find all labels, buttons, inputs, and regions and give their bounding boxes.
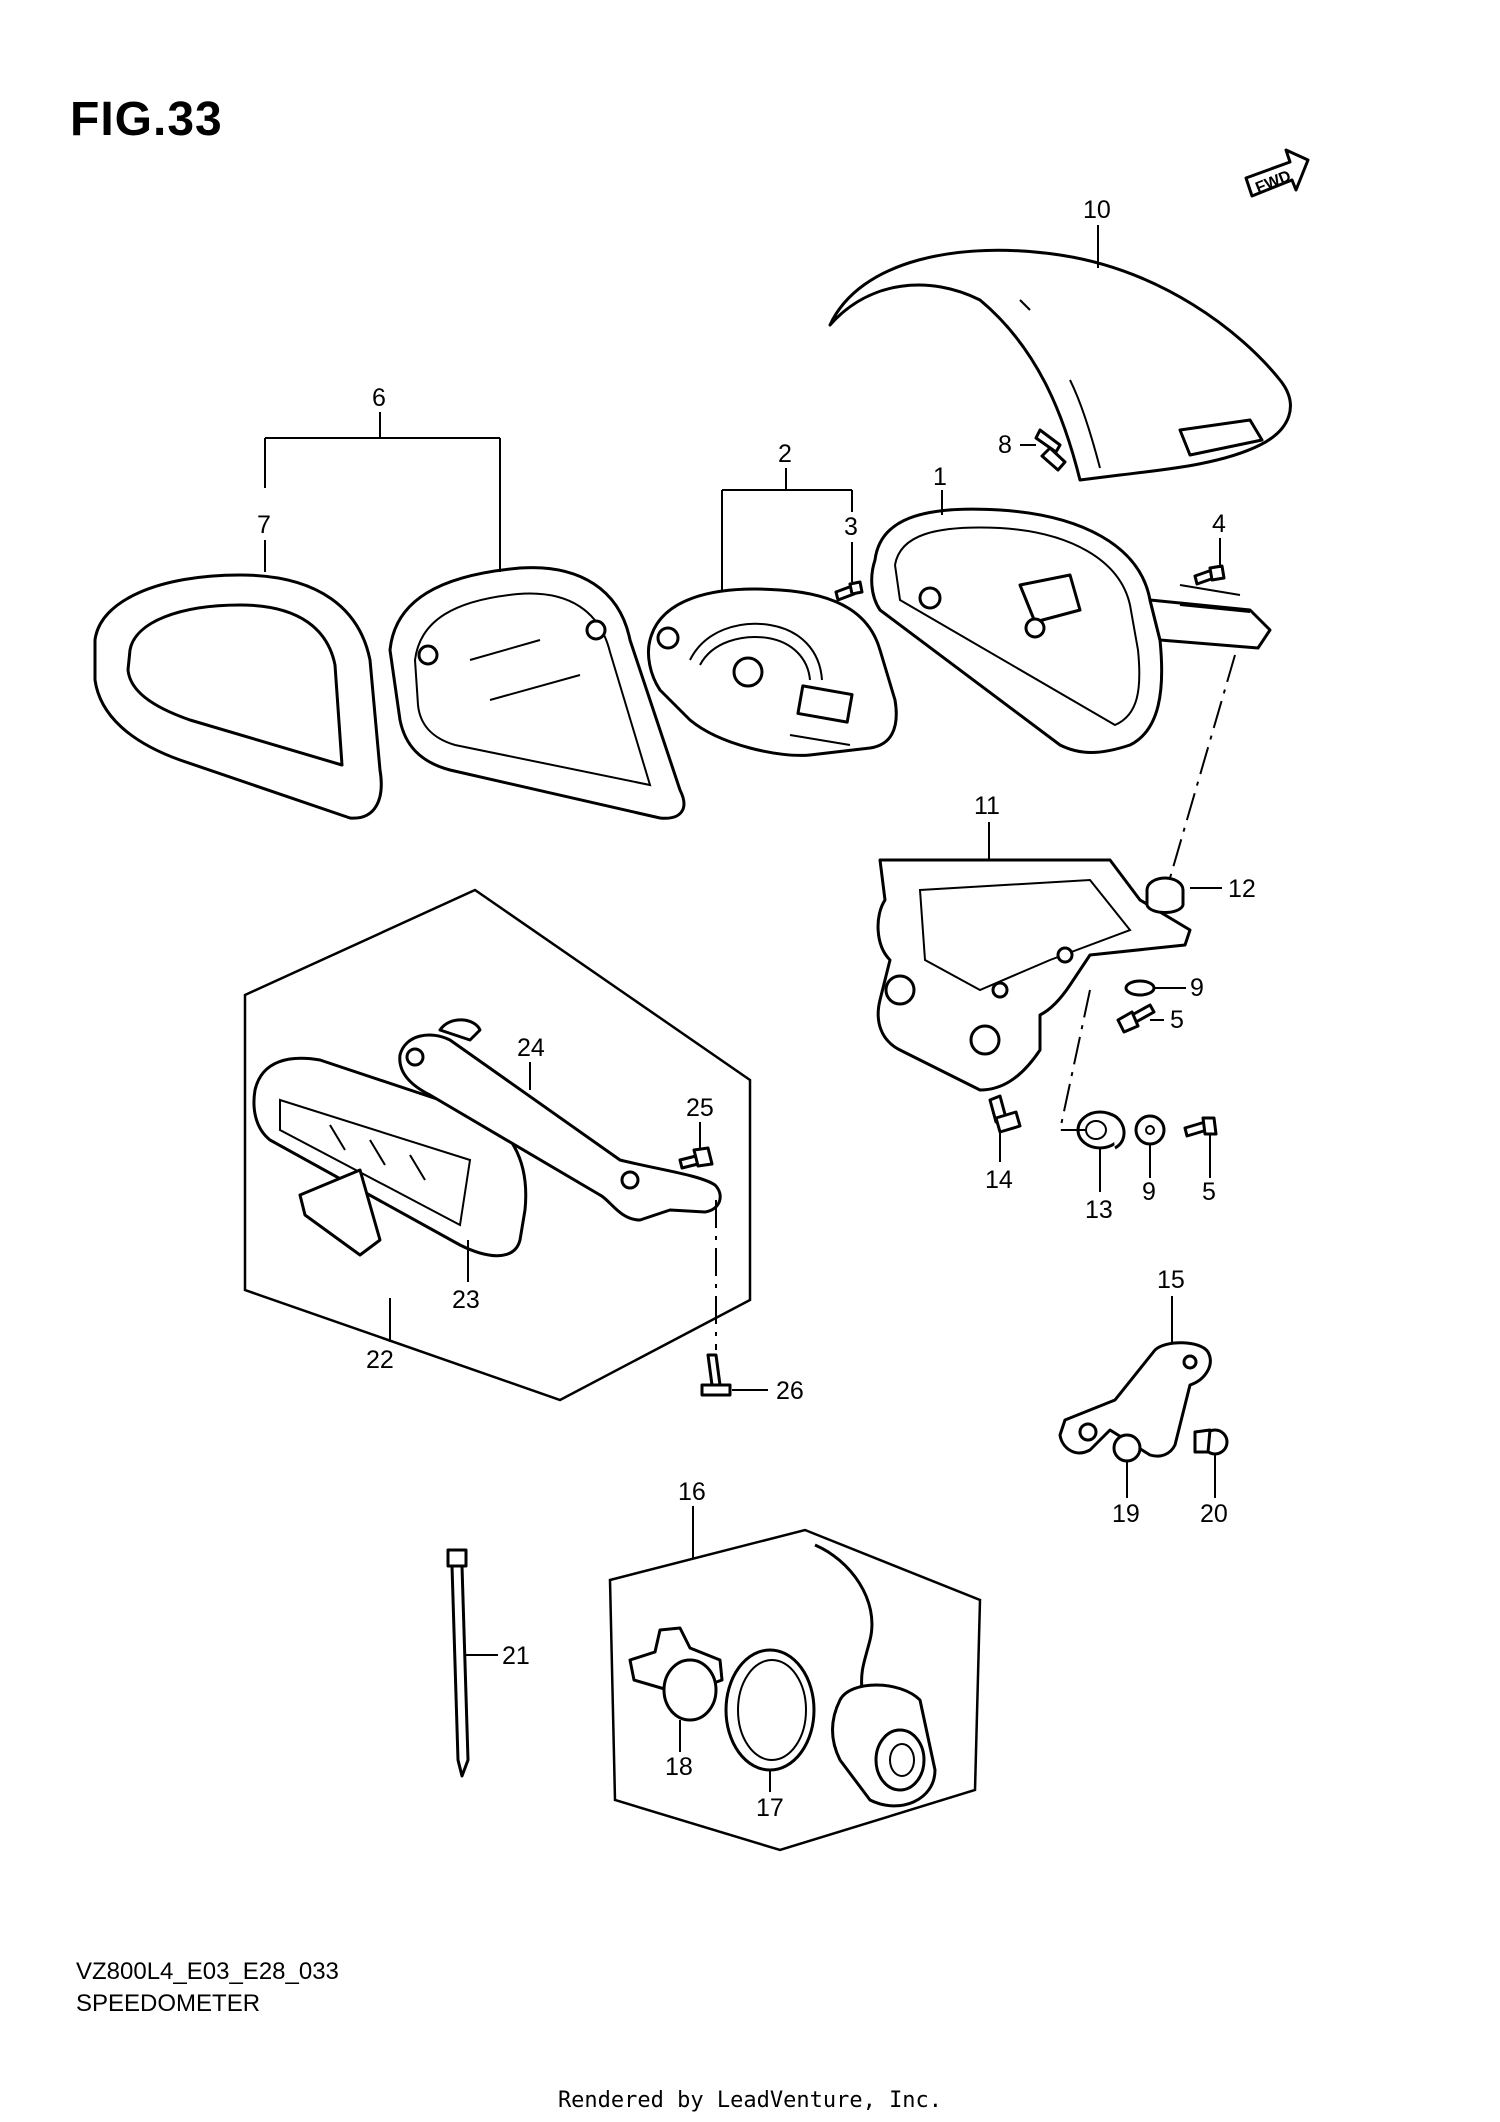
part-6-meter-frame xyxy=(388,566,686,820)
part-20-clamp xyxy=(1193,1428,1229,1456)
part-17-seal-ring xyxy=(724,1648,816,1772)
part-16-sensor-box xyxy=(608,1528,982,1852)
callout-20: 20 xyxy=(1200,1500,1228,1528)
callout-18: 18 xyxy=(665,1753,693,1781)
callout-16: 16 xyxy=(678,1478,706,1506)
rendered-by-credit: Rendered by LeadVenture, Inc. xyxy=(557,2088,943,2113)
callout-9-lower: 9 xyxy=(1142,1178,1156,1206)
diagram-caption: SPEEDOMETER xyxy=(76,1990,261,2017)
callout-9-upper: 9 xyxy=(1190,974,1204,1002)
callout-labels: 1 2 3 4 5 5 6 7 8 9 9 10 11 12 13 14 15 … xyxy=(257,196,1256,1822)
callout-5-lower: 5 xyxy=(1202,1178,1216,1206)
part-18-drive-gear xyxy=(628,1626,724,1722)
callout-19: 19 xyxy=(1112,1500,1140,1528)
part-25-screw xyxy=(678,1146,714,1170)
callout-5-upper: 5 xyxy=(1170,1006,1184,1034)
model-code: VZ800L4_E03_E28_033 xyxy=(76,1958,339,1985)
part-14-bolt xyxy=(988,1094,1022,1134)
fwd-arrow-icon: FWD xyxy=(1244,148,1310,198)
part-15-bracket xyxy=(1058,1341,1212,1458)
callout-11: 11 xyxy=(974,792,1000,820)
part-1-meter-case xyxy=(870,507,1272,754)
part-7-bezel-ring xyxy=(93,573,383,820)
leader-lines xyxy=(264,225,1222,1792)
callout-26: 26 xyxy=(776,1377,804,1405)
callout-3: 3 xyxy=(844,513,858,541)
assembly-line-13 xyxy=(1058,989,1091,1131)
callout-14: 14 xyxy=(985,1166,1013,1194)
part-26-screw xyxy=(700,1353,732,1397)
callout-17: 17 xyxy=(756,1794,784,1822)
callout-2: 2 xyxy=(778,440,792,468)
part-9-washer-upper xyxy=(1124,979,1156,997)
callout-10: 10 xyxy=(1083,196,1111,224)
callout-8: 8 xyxy=(998,431,1012,459)
part-21-cable-tie xyxy=(446,1548,470,1778)
part-4-screw xyxy=(1193,564,1226,586)
callout-23: 23 xyxy=(452,1286,480,1314)
part-24-lamp-bracket xyxy=(398,1018,722,1222)
callout-25: 25 xyxy=(686,1094,714,1122)
part-3-screw xyxy=(834,580,864,602)
callout-12: 12 xyxy=(1228,875,1256,903)
callout-7: 7 xyxy=(257,511,271,539)
callout-15: 15 xyxy=(1157,1266,1185,1294)
part-5-screw-lower xyxy=(1183,1116,1218,1138)
callout-4: 4 xyxy=(1212,510,1226,538)
callout-1: 1 xyxy=(933,463,947,491)
part-2-meter-assembly xyxy=(646,587,898,757)
speed-sensor-body xyxy=(814,1543,937,1808)
part-10-visor xyxy=(828,248,1292,482)
callout-6: 6 xyxy=(372,384,386,412)
part-9-washer-lower xyxy=(1134,1114,1166,1146)
part-8-screw xyxy=(1034,428,1067,472)
callout-21: 21 xyxy=(502,1642,530,1670)
callout-13: 13 xyxy=(1085,1196,1113,1224)
figure-title: FIG.33 xyxy=(70,93,223,146)
callout-22: 22 xyxy=(366,1346,394,1374)
callout-24: 24 xyxy=(517,1034,545,1062)
part-19-washer xyxy=(1112,1433,1142,1463)
part-12-grommet xyxy=(1145,876,1185,914)
assembly-line-12 xyxy=(1169,654,1236,879)
part-5-screw-upper xyxy=(1116,1003,1156,1034)
part-22-assembly-box xyxy=(243,888,752,1402)
part-11-bracket xyxy=(876,858,1192,1092)
